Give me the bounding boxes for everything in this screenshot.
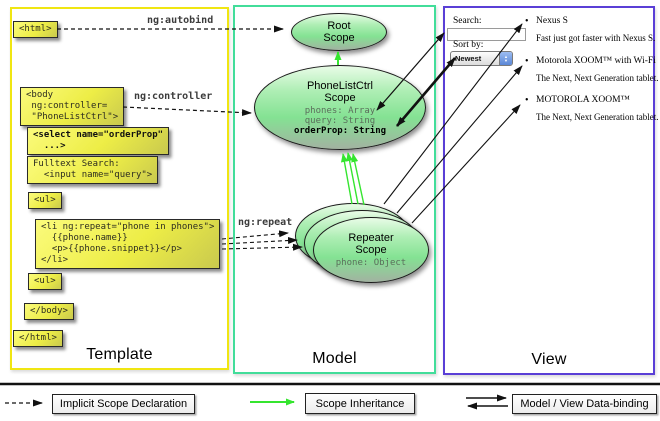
code-select: <select name="orderProp" ...> bbox=[27, 127, 170, 155]
code-html-close: </html> bbox=[13, 330, 63, 347]
phone-item-desc: The Next, Next Generation tablet. bbox=[536, 112, 659, 122]
code-body-open: <body ng:controller= "PhoneListCtrl"> bbox=[20, 87, 125, 126]
annotation-ng-autobind: ng:autobind bbox=[147, 15, 214, 26]
phonelistctrl-scope-ellipse: PhoneListCtrl Scope phones: Array query:… bbox=[254, 65, 426, 150]
code-body-close: </body> bbox=[24, 303, 74, 320]
dropdown-stepper-icon: ▲▼ bbox=[499, 52, 512, 65]
sort-by-label: Sort by: bbox=[453, 40, 484, 50]
code-ul-close: <ul> bbox=[28, 273, 62, 290]
phone-item-desc: The Next, Next Generation tablet. bbox=[536, 73, 659, 83]
legend-model-view-data-binding: Model / View Data-binding bbox=[512, 394, 657, 414]
legend-implicit-scope-declaration: Implicit Scope Declaration bbox=[52, 394, 195, 414]
region-model: Model bbox=[233, 5, 436, 374]
phone-item-name: MOTOROLA XOOM™ bbox=[536, 95, 630, 105]
annotation-ng-repeat: ng:repeat bbox=[238, 217, 293, 228]
region-view-label: View bbox=[531, 351, 567, 368]
legend-scope-inheritance: Scope Inheritance bbox=[305, 393, 415, 414]
legend-label: Scope Inheritance bbox=[315, 397, 405, 410]
sort-dropdown-value: Newest bbox=[455, 54, 482, 63]
sort-dropdown[interactable]: Newest ▲▼ bbox=[450, 51, 513, 66]
repeater-scope-ellipse-front: Repeater Scope phone: Object bbox=[313, 217, 429, 283]
phone-item-name: Motorola XOOM™ with Wi-Fi bbox=[536, 56, 656, 66]
phone-item-desc: Fast just got faster with Nexus S. bbox=[536, 33, 656, 43]
region-model-label: Model bbox=[312, 350, 357, 367]
bullet-icon: • bbox=[525, 56, 529, 67]
legend-label: Model / View Data-binding bbox=[520, 398, 649, 410]
bullet-icon: • bbox=[525, 95, 529, 106]
region-template-label: Template bbox=[86, 346, 153, 363]
phonelistctrl-scope-props: phones: Array query: String bbox=[304, 105, 376, 126]
search-label: Search: bbox=[453, 16, 482, 26]
repeater-scope-title: Repeater Scope bbox=[348, 232, 394, 256]
root-scope-title: Root Scope bbox=[323, 20, 355, 44]
phonelistctrl-scope-orderprop: orderProp: String bbox=[293, 125, 387, 136]
legend-label: Implicit Scope Declaration bbox=[59, 398, 188, 410]
root-scope-ellipse: Root Scope bbox=[291, 13, 387, 51]
code-ul-open: <ul> bbox=[28, 192, 62, 209]
phone-item-name: Nexus S bbox=[536, 16, 568, 26]
code-li-repeat: <li ng:repeat="phone in phones"> {{phone… bbox=[35, 219, 221, 269]
repeater-scope-prop: phone: Object bbox=[335, 258, 407, 268]
code-html-open: <html> bbox=[13, 21, 58, 38]
bullet-icon: • bbox=[525, 16, 529, 27]
code-fulltext-search: Fulltext Search: <input name="query"> bbox=[27, 156, 159, 184]
annotation-ng-controller: ng:controller bbox=[134, 91, 213, 102]
phonelistctrl-scope-title: PhoneListCtrl Scope bbox=[306, 79, 374, 104]
